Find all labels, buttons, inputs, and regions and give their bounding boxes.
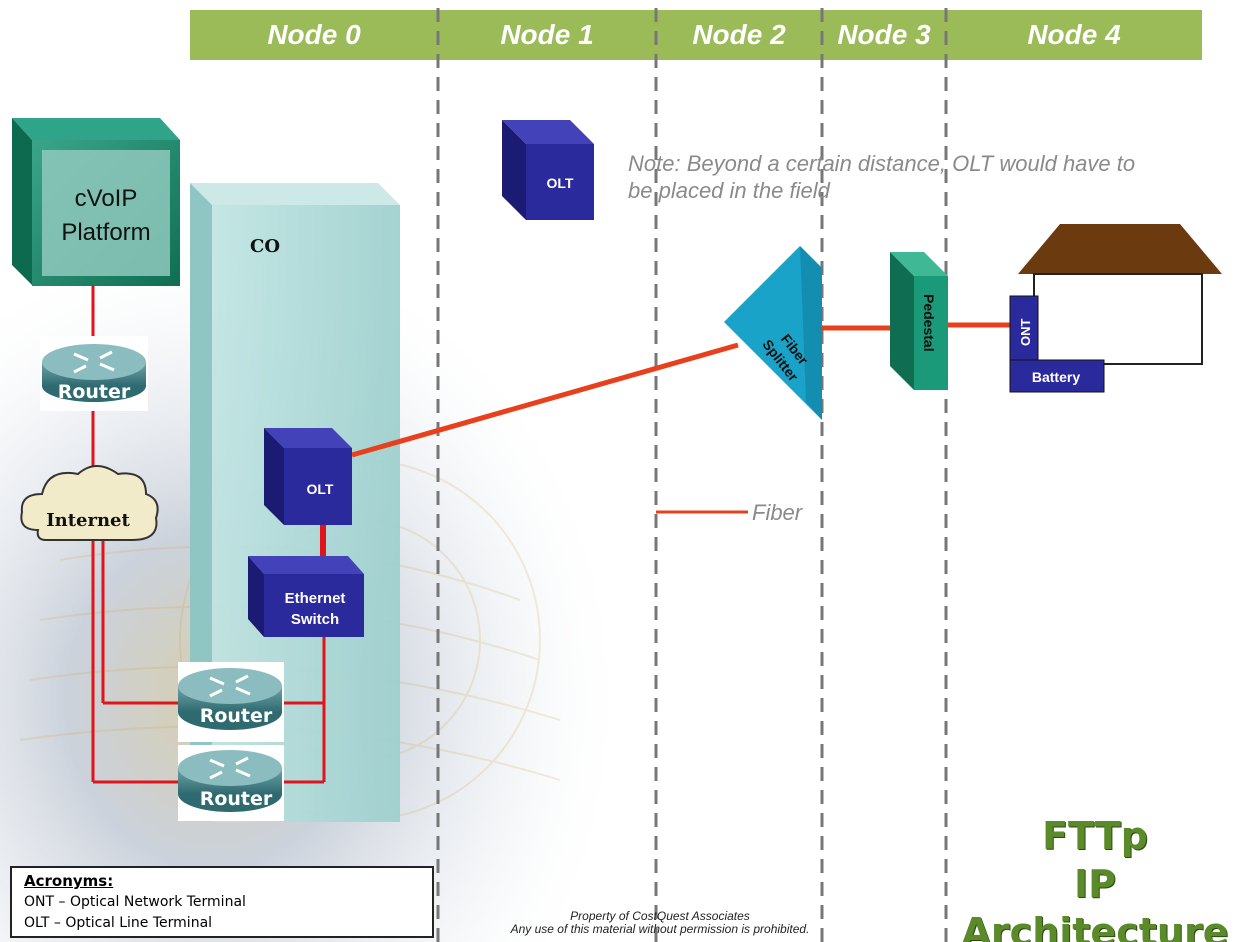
olt-label: OLT: [307, 481, 334, 497]
router-label: Router: [200, 788, 273, 810]
property-line1: Property of CostQuest Associates: [570, 909, 750, 923]
battery-label: Battery: [1032, 369, 1080, 385]
title-line2: IP: [1074, 862, 1116, 906]
ont-label: ONT: [1018, 319, 1033, 347]
internet-cloud-icon: Internet: [20, 465, 159, 541]
olt-label: OLT: [547, 175, 574, 191]
title-line1: FTTp: [1042, 814, 1148, 858]
property-line2: Any use of this material without permiss…: [510, 922, 810, 936]
platform-label-line1: cVoIP: [75, 185, 138, 212]
cvoip-platform: cVoIP Platform: [12, 118, 180, 286]
switch-label-line2: Switch: [291, 611, 339, 628]
diagram-title-block: FTTp IP Architecture: [960, 812, 1230, 942]
acronym-item: OLT – Optical Line Terminal: [24, 915, 213, 931]
olt-co-icon: OLT: [264, 428, 352, 525]
field-olt-note: Note: Beyond a certain distance, OLT wou…: [628, 151, 1136, 203]
fiber-links: [351, 322, 1010, 514]
battery-icon: Battery: [1009, 359, 1105, 393]
acronyms-box: Acronyms: ONT – Optical Network Terminal…: [10, 866, 434, 938]
router-icon: Router: [178, 745, 284, 821]
acronyms-title: Acronyms:: [24, 872, 114, 890]
fiber-olt-splitter: [351, 342, 739, 458]
ethernet-switch-icon: Ethernet Switch: [248, 556, 364, 637]
node-0-header: Node 0: [190, 10, 438, 60]
house-icon: [1018, 224, 1222, 365]
router-icon: Router: [178, 662, 284, 742]
fiber-legend-label: Fiber: [752, 500, 803, 525]
node-1-header: Node 1: [438, 10, 656, 60]
internet-label: Internet: [46, 510, 130, 531]
router-label: Router: [200, 705, 273, 727]
fiber-splitter-icon: Fiber Splitter: [724, 246, 822, 420]
acronym-item: ONT – Optical Network Terminal: [24, 894, 246, 910]
pedestal-label: Pedestal: [921, 294, 937, 352]
switch-label-line1: Ethernet: [285, 590, 346, 607]
ont-icon: ONT: [1009, 295, 1039, 361]
co-label: CO: [250, 236, 280, 257]
title-line3: Architecture: [961, 910, 1229, 942]
property-notice: Property of CostQuest Associates Any use…: [460, 910, 860, 936]
node-2-header: Node 2: [656, 10, 822, 60]
node-3-header: Node 3: [822, 10, 946, 60]
router-label: Router: [58, 381, 131, 403]
pedestal-icon: Pedestal: [890, 252, 948, 390]
ethernet-links: [91, 285, 326, 784]
node-separators: [436, 8, 948, 942]
olt-field-icon: OLT: [502, 120, 594, 220]
node-4-header: Node 4: [946, 10, 1202, 60]
router-icon: Router: [40, 336, 148, 411]
platform-label-line2: Platform: [61, 219, 150, 246]
